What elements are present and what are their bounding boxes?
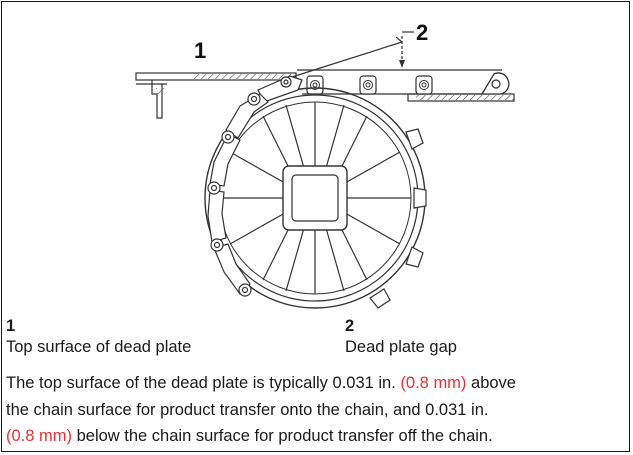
gap-dimension — [291, 31, 414, 78]
metric-value: (0.8 mm) — [6, 427, 72, 445]
desc-text: below the chain surface for product tran… — [76, 427, 493, 445]
callout-2: 2 — [416, 20, 428, 45]
desc-text: above — [471, 374, 516, 392]
chain-straight-run — [297, 69, 510, 95]
chain-wrap — [207, 75, 303, 297]
description-line-3: (0.8 mm) below the chain surface for pro… — [6, 423, 624, 450]
sprocket-wheel — [204, 87, 427, 309]
description-paragraph: The top surface of the dead plate is typ… — [6, 370, 624, 450]
desc-text: The top surface of the dead plate is typ… — [6, 374, 396, 392]
metric-value: (0.8 mm) — [400, 374, 467, 392]
left-dead-plate — [135, 72, 297, 119]
legend-item-1: 1 Top surface of dead plate — [6, 316, 191, 357]
description-line-2: the chain surface for product transfer o… — [6, 400, 489, 419]
dead-plate-diagram: 1 2 — [2, 2, 629, 312]
legend-number: 1 — [6, 317, 16, 335]
legend-text: Dead plate gap — [345, 338, 457, 356]
legend-text: Top surface of dead plate — [6, 338, 192, 356]
legend-item-2: 2 Dead plate gap — [345, 316, 457, 357]
right-dead-plate — [407, 93, 515, 102]
legend-number: 2 — [345, 317, 355, 335]
sprocket-chain-drawing: 1 2 — [135, 20, 515, 309]
callout-1: 1 — [194, 38, 206, 63]
description-line-1: The top surface of the dead plate is typ… — [6, 370, 624, 397]
